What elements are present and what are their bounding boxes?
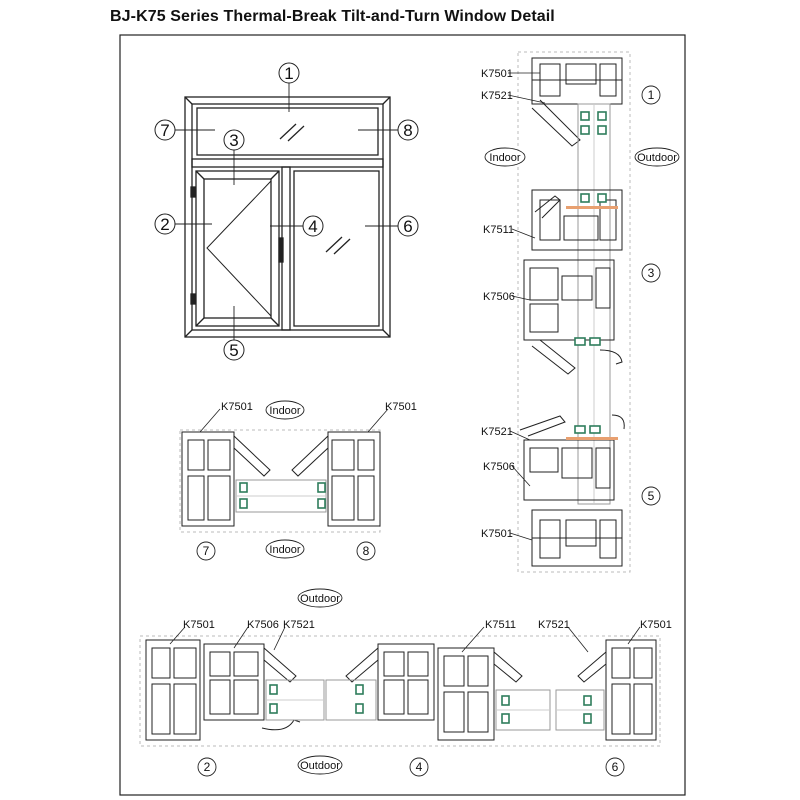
section-2-4-6: [139, 635, 661, 747]
label-k7501-s7: K7501: [221, 401, 253, 413]
callout-circle-4: [302, 215, 324, 237]
outdoor-label-bottom-top: Outdoor: [300, 593, 340, 605]
callout-circle-5: [223, 339, 245, 361]
callout-4: 4: [308, 217, 317, 236]
label-k7511-s4: K7511: [485, 619, 516, 631]
callout-5: 5: [229, 341, 238, 360]
elevation-callouts: [154, 62, 419, 361]
section-7-8-seals: [239, 482, 326, 509]
callout-circle-3: [223, 129, 245, 151]
label-k7501-s5: K7501: [481, 528, 513, 540]
section-number-2: 2: [204, 760, 211, 774]
label-k7506-s5: K7506: [483, 461, 515, 473]
label-k7501-s8: K7501: [385, 401, 417, 413]
callout-8: 8: [403, 121, 412, 140]
label-k7506-s2: K7506: [247, 619, 279, 631]
section-number-5: 5: [648, 489, 655, 503]
label-k7501-s2: K7501: [183, 619, 215, 631]
callout-3: 3: [229, 131, 238, 150]
indoor-label-mid-top: Indoor: [269, 405, 301, 417]
label-k7511-s3: K7511: [483, 224, 514, 236]
label-k7506-s3: K7506: [483, 291, 515, 303]
callout-2: 2: [160, 215, 169, 234]
section-number-4: 4: [416, 760, 423, 774]
vertical-leaders: [507, 72, 546, 541]
outdoor-oval-top: [634, 147, 680, 167]
indoor-label-mid-bottom: Indoor: [269, 544, 301, 556]
label-k7501-s1: K7501: [481, 68, 513, 80]
section-vertical-seals: [574, 111, 607, 434]
section-number-7: 7: [203, 544, 210, 558]
callout-circle-6: [397, 215, 419, 237]
callout-6: 6: [403, 217, 412, 236]
indoor-label-top: Indoor: [489, 152, 521, 164]
outdoor-label-top: Outdoor: [637, 152, 677, 164]
callout-circle-1: [278, 62, 300, 84]
section-vertical-tapes: [566, 206, 618, 440]
section-number-6: 6: [612, 760, 619, 774]
section-number-1: 1: [648, 88, 655, 102]
bottom-leaders: [169, 626, 641, 653]
section-number-8: 8: [363, 544, 370, 558]
sheet-border: [119, 34, 686, 796]
window-elevation: [184, 96, 391, 338]
label-k7521-s2: K7521: [283, 619, 315, 631]
page-title: BJ-K75 Series Thermal-Break Tilt-and-Tur…: [110, 8, 555, 25]
label-k7521-s6: K7521: [538, 619, 570, 631]
section-vertical-stack: [517, 51, 631, 573]
callout-circle-8: [397, 119, 419, 141]
elevation-leaders: [175, 83, 398, 340]
indoor-oval-top: [484, 147, 526, 167]
callout-circle-2: [154, 213, 176, 235]
section-7-8: [179, 429, 381, 533]
label-k7521-s1: K7521: [481, 90, 513, 102]
outdoor-label-bottom: Outdoor: [300, 760, 340, 772]
section-2-4-6-seals: [269, 684, 592, 724]
section-number-3: 3: [648, 266, 655, 280]
callout-7: 7: [160, 121, 169, 140]
label-k7501-s6: K7501: [640, 619, 672, 631]
callout-1: 1: [284, 64, 293, 83]
label-k7521-s5: K7521: [481, 426, 513, 438]
callout-circle-7: [154, 119, 176, 141]
